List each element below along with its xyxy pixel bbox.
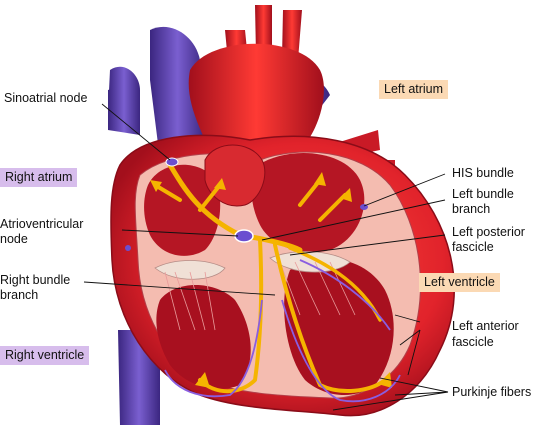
region-right-ventricle: Right ventricle	[0, 346, 90, 365]
conduction-arrows	[150, 172, 392, 388]
label-av-node-line2: node	[0, 232, 28, 246]
label-left-anterior-line2: fascicle	[452, 335, 494, 349]
label-left-anterior-line1: Left anterior	[452, 319, 519, 333]
label-left-bundle-branch-line2: branch	[452, 202, 491, 216]
sinoatrial-node-marker	[165, 157, 179, 167]
right-ventricle-chamber	[156, 285, 251, 389]
leader-lines	[83, 103, 449, 411]
conduction-system	[153, 162, 387, 394]
region-left-atrium: Left atrium	[379, 80, 449, 99]
label-av-node-line1: Atrioventricular	[0, 217, 84, 231]
label-purkinje-fibers: Purkinje fibers	[452, 385, 532, 399]
nodes	[125, 157, 368, 251]
label-left-bundle-branch-line1: Left bundle	[452, 187, 514, 201]
purkinje-lines	[164, 259, 401, 403]
label-right-bundle-line2: branch	[0, 288, 39, 302]
label-right-bundle-line1: Right bundle	[0, 273, 71, 287]
label-left-posterior-line2: fascicle	[452, 240, 494, 254]
label-his-bundle: HIS bundle	[452, 166, 514, 180]
region-left-ventricle: Left ventricle	[419, 273, 500, 292]
left-marker	[125, 245, 131, 251]
heart-valves	[154, 251, 351, 280]
left-atrium-chamber	[251, 153, 365, 253]
papillary-strands	[164, 261, 356, 331]
label-left-posterior-line1: Left posterior	[452, 225, 525, 239]
label-sinoatrial-node: Sinoatrial node	[4, 91, 88, 105]
aortic-root	[204, 144, 266, 207]
region-right-atrium: Right atrium	[0, 168, 78, 187]
